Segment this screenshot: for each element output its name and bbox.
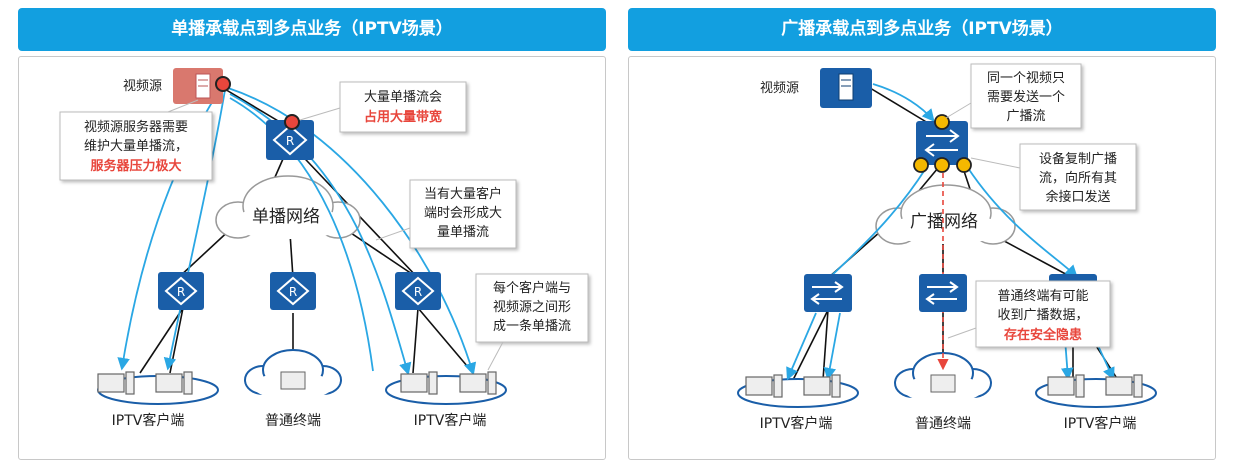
broadcast-diagram: 广播网络 视频源 <box>737 63 1157 432</box>
svg-text:视频源之间形: 视频源之间形 <box>493 300 571 315</box>
svg-text:需要发送一个: 需要发送一个 <box>987 89 1065 105</box>
broadcast-panel-title: 广播承载点到多点业务（IPTV场景） <box>628 8 1216 51</box>
iptv-clients-left-label: IPTV客户端 <box>760 415 833 432</box>
video-server <box>173 68 231 104</box>
svg-text:流，向所有其: 流，向所有其 <box>1039 170 1117 186</box>
access-switch-middle <box>919 274 967 312</box>
unicast-panel-title: 单播承载点到多点业务（IPTV场景） <box>18 8 606 51</box>
svg-text:广播流: 广播流 <box>1006 109 1045 124</box>
pc-icons <box>97 371 497 395</box>
svg-text:维护大量单播流，: 维护大量单播流， <box>84 139 188 154</box>
svg-text:大量单播流会: 大量单播流会 <box>364 90 442 105</box>
terminal-cloud <box>244 349 342 400</box>
callout-many-clients: 当有大量客户 端时会形成大 量单播流 <box>375 179 517 249</box>
terminal-cloud <box>894 352 992 403</box>
access-switch-left <box>804 274 852 312</box>
svg-text:成一条单播流: 成一条单播流 <box>493 318 571 334</box>
broadcast-panel: 广播承载点到多点业务（IPTV场景） <box>628 8 1216 460</box>
svg-text:R: R <box>414 285 422 299</box>
svg-text:普通终端有可能: 普通终端有可能 <box>997 288 1088 304</box>
broadcast-network-cloud: 广播网络 <box>875 184 1016 245</box>
svg-text:服务器压力极大: 服务器压力极大 <box>90 158 181 174</box>
access-router-middle: R <box>270 272 316 310</box>
unicast-network-label: 单播网络 <box>252 207 320 227</box>
svg-text:当有大量客户: 当有大量客户 <box>424 186 502 202</box>
callout-copy-stream: 设备复制广播 流，向所有其 余接口发送 <box>970 143 1137 211</box>
access-router-right: R <box>395 272 441 310</box>
svg-text:每个客户端与: 每个客户端与 <box>493 280 571 296</box>
svg-text:R: R <box>286 134 294 148</box>
svg-text:收到广播数据，: 收到广播数据， <box>997 308 1088 323</box>
svg-text:设备复制广播: 设备复制广播 <box>1039 151 1117 167</box>
video-source-label: 视频源 <box>123 79 162 94</box>
svg-text:端时会形成大: 端时会形成大 <box>424 206 502 221</box>
iptv-clients-left-label: IPTV客户端 <box>112 412 185 429</box>
callout-server-pressure: 视频源服务器需要 维护大量单播流， 服务器压力极大 <box>59 99 213 181</box>
callout-each-client: 每个客户端与 视频源之间形 成一条单播流 <box>475 273 589 371</box>
svg-text:R: R <box>177 285 185 299</box>
ordinary-terminal-label: 普通终端 <box>915 416 971 432</box>
svg-text:存在安全隐患: 存在安全隐患 <box>1004 327 1082 343</box>
unicast-network-cloud: 单播网络 <box>215 175 361 239</box>
access-router-left: R <box>158 272 204 310</box>
video-server <box>820 68 872 108</box>
iptv-clients-right-label: IPTV客户端 <box>414 412 487 429</box>
iptv-clients-right-label: IPTV客户端 <box>1064 415 1137 432</box>
callout-security-risk: 普通终端有可能 收到广播数据， 存在安全隐患 <box>947 280 1111 348</box>
broadcast-network-label: 广播网络 <box>910 212 978 232</box>
svg-text:R: R <box>289 285 297 299</box>
svg-text:同一个视频只: 同一个视频只 <box>987 71 1065 86</box>
ordinary-terminal-label: 普通终端 <box>265 413 321 429</box>
callout-bandwidth: 大量单播流会 占用大量带宽 <box>299 81 467 133</box>
svg-text:占用大量带宽: 占用大量带宽 <box>364 109 442 125</box>
video-source-label: 视频源 <box>760 81 799 96</box>
unicast-diagram: 单播网络 视频源 R R <box>59 68 589 429</box>
pc-icons <box>745 374 1143 398</box>
callout-single-stream: 同一个视频只 需要发送一个 广播流 <box>945 63 1082 129</box>
core-router: R <box>266 114 314 160</box>
core-switch <box>913 114 972 173</box>
svg-text:量单播流: 量单播流 <box>437 225 489 240</box>
unicast-panel: 单播承载点到多点业务（IPTV场景） <box>18 8 606 460</box>
svg-text:视频源服务器需要: 视频源服务器需要 <box>84 119 188 135</box>
svg-text:余接口发送: 余接口发送 <box>1045 189 1110 205</box>
